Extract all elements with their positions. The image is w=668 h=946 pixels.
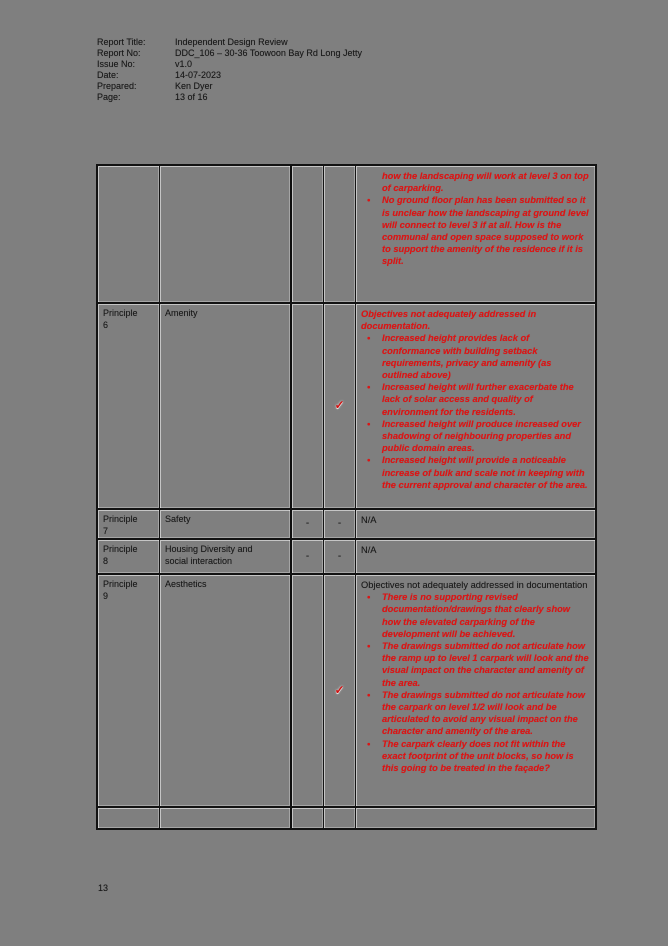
comment-bullet: No ground floor plan has been submitted … [367,194,590,267]
report-header: Report Title: Independent Design Review R… [97,37,362,103]
comment-intro: Objectives not adequately addressed in d… [361,580,588,590]
header-field-issue-no: Issue No: v1.0 [97,59,362,70]
field-value: Independent Design Review [175,37,288,47]
design-review-table: how the landscaping will work at level 3… [96,164,597,830]
cell-status-2: ✓ [324,304,356,508]
table-row-empty [98,808,595,828]
comment-bullet-list: Increased height provides lack of confor… [361,332,590,491]
topic-label: Safety [165,514,191,524]
comment-bullet: The carpark clearly does not fit within … [367,738,590,775]
cell-status-1 [292,808,324,828]
table-row: Principle 9 Aesthetics ✓ Objectives not … [98,575,595,808]
cell-principle: Principle 9 [98,575,160,806]
cell-status-2: - [324,540,356,573]
field-value: 14-07-2023 [175,70,222,80]
topic-label: Amenity [165,308,198,318]
field-label: Report No: [97,48,141,58]
field-value: 13 of 16 [175,92,208,102]
cell-comment: N/A [356,510,595,538]
dash-mark: - [337,518,342,530]
header-field-date: Date: 14-07-2023 [97,70,362,81]
cell-topic: Housing Diversity and social interaction [160,540,292,573]
comment-bullet: Increased height will further exacerbate… [367,381,590,418]
cell-status-1 [292,304,324,508]
comment-bullet: Increased height will provide a noticeab… [367,454,590,491]
cell-status-1: - [292,540,324,573]
dash-mark: - [305,550,310,562]
field-label: Page: [97,92,121,102]
table-row: Principle 7 Safety - - N/A [98,510,595,540]
header-field-report-title: Report Title: Independent Design Review [97,37,362,48]
comment-bullet: The drawings submitted do not articulate… [367,640,590,689]
principle-label: Principle 9 [103,579,138,601]
comment-bullet-list: No ground floor plan has been submitted … [361,194,590,267]
cell-topic: Aesthetics [160,575,292,806]
comment-bullet: The drawings submitted do not articulate… [367,689,590,738]
field-value: v1.0 [175,59,193,69]
comment-bullet-list: There is no supporting revised documenta… [361,591,590,774]
cell-principle [98,808,160,828]
comment-text: N/A [361,545,377,555]
cell-topic [160,808,292,828]
cell-comment [356,808,595,828]
cell-comment: Objectives not adequately addressed in d… [356,304,595,508]
checkmark-icon: ✓ [334,682,345,697]
cell-principle: Principle 7 [98,510,160,538]
principle-label: Principle 7 [103,514,138,536]
cell-comment: Objectives not adequately addressed in d… [356,575,595,806]
cell-status-1 [292,575,324,806]
cell-status-2 [324,166,356,302]
cell-status-1 [292,166,324,302]
dash-mark: - [337,550,342,562]
cell-status-2 [324,808,356,828]
cell-principle: Principle 6 [98,304,160,508]
cell-topic [160,166,292,302]
comment-bullet: Increased height will produce increased … [367,418,590,455]
dash-mark: - [305,518,310,530]
cell-comment: N/A [356,540,595,573]
table-row: Principle 8 Housing Diversity and social… [98,540,595,575]
field-value: Ken Dyer [175,81,213,91]
principle-label: Principle 8 [103,544,138,566]
comment-text: N/A [361,515,377,525]
cell-status-1: - [292,510,324,538]
field-value: DDC_106 – 30-36 Toowoon Bay Rd Long Jett… [175,48,362,58]
header-field-page: Page: 13 of 16 [97,92,362,103]
header-field-prepared: Prepared: Ken Dyer [97,81,362,92]
principle-label: Principle 6 [103,308,138,330]
cell-topic: Safety [160,510,292,538]
field-label: Prepared: [97,81,137,91]
field-label: Date: [97,70,119,80]
cell-topic: Amenity [160,304,292,508]
page-number: 13 [98,883,109,893]
cell-principle: Principle 8 [98,540,160,573]
comment-intro: Objectives not adequately addressed in d… [361,309,537,332]
comment-continuation: how the landscaping will work at level 3… [382,171,589,194]
checkmark-icon: ✓ [334,398,345,413]
topic-label: Housing Diversity and social interaction [165,544,253,566]
cell-comment: how the landscaping will work at level 3… [356,166,595,302]
cell-status-2: ✓ [324,575,356,806]
cell-status-2: - [324,510,356,538]
table-row: how the landscaping will work at level 3… [98,166,595,304]
cell-principle [98,166,160,302]
field-label: Report Title: [97,37,146,47]
topic-label: Aesthetics [165,579,207,589]
comment-bullet: Increased height provides lack of confor… [367,332,590,381]
field-label: Issue No: [97,59,136,69]
header-field-report-no: Report No: DDC_106 – 30-36 Toowoon Bay Rd… [97,48,362,59]
table-row: Principle 6 Amenity ✓ Objectives not ade… [98,304,595,510]
comment-bullet: There is no supporting revised documenta… [367,591,590,640]
